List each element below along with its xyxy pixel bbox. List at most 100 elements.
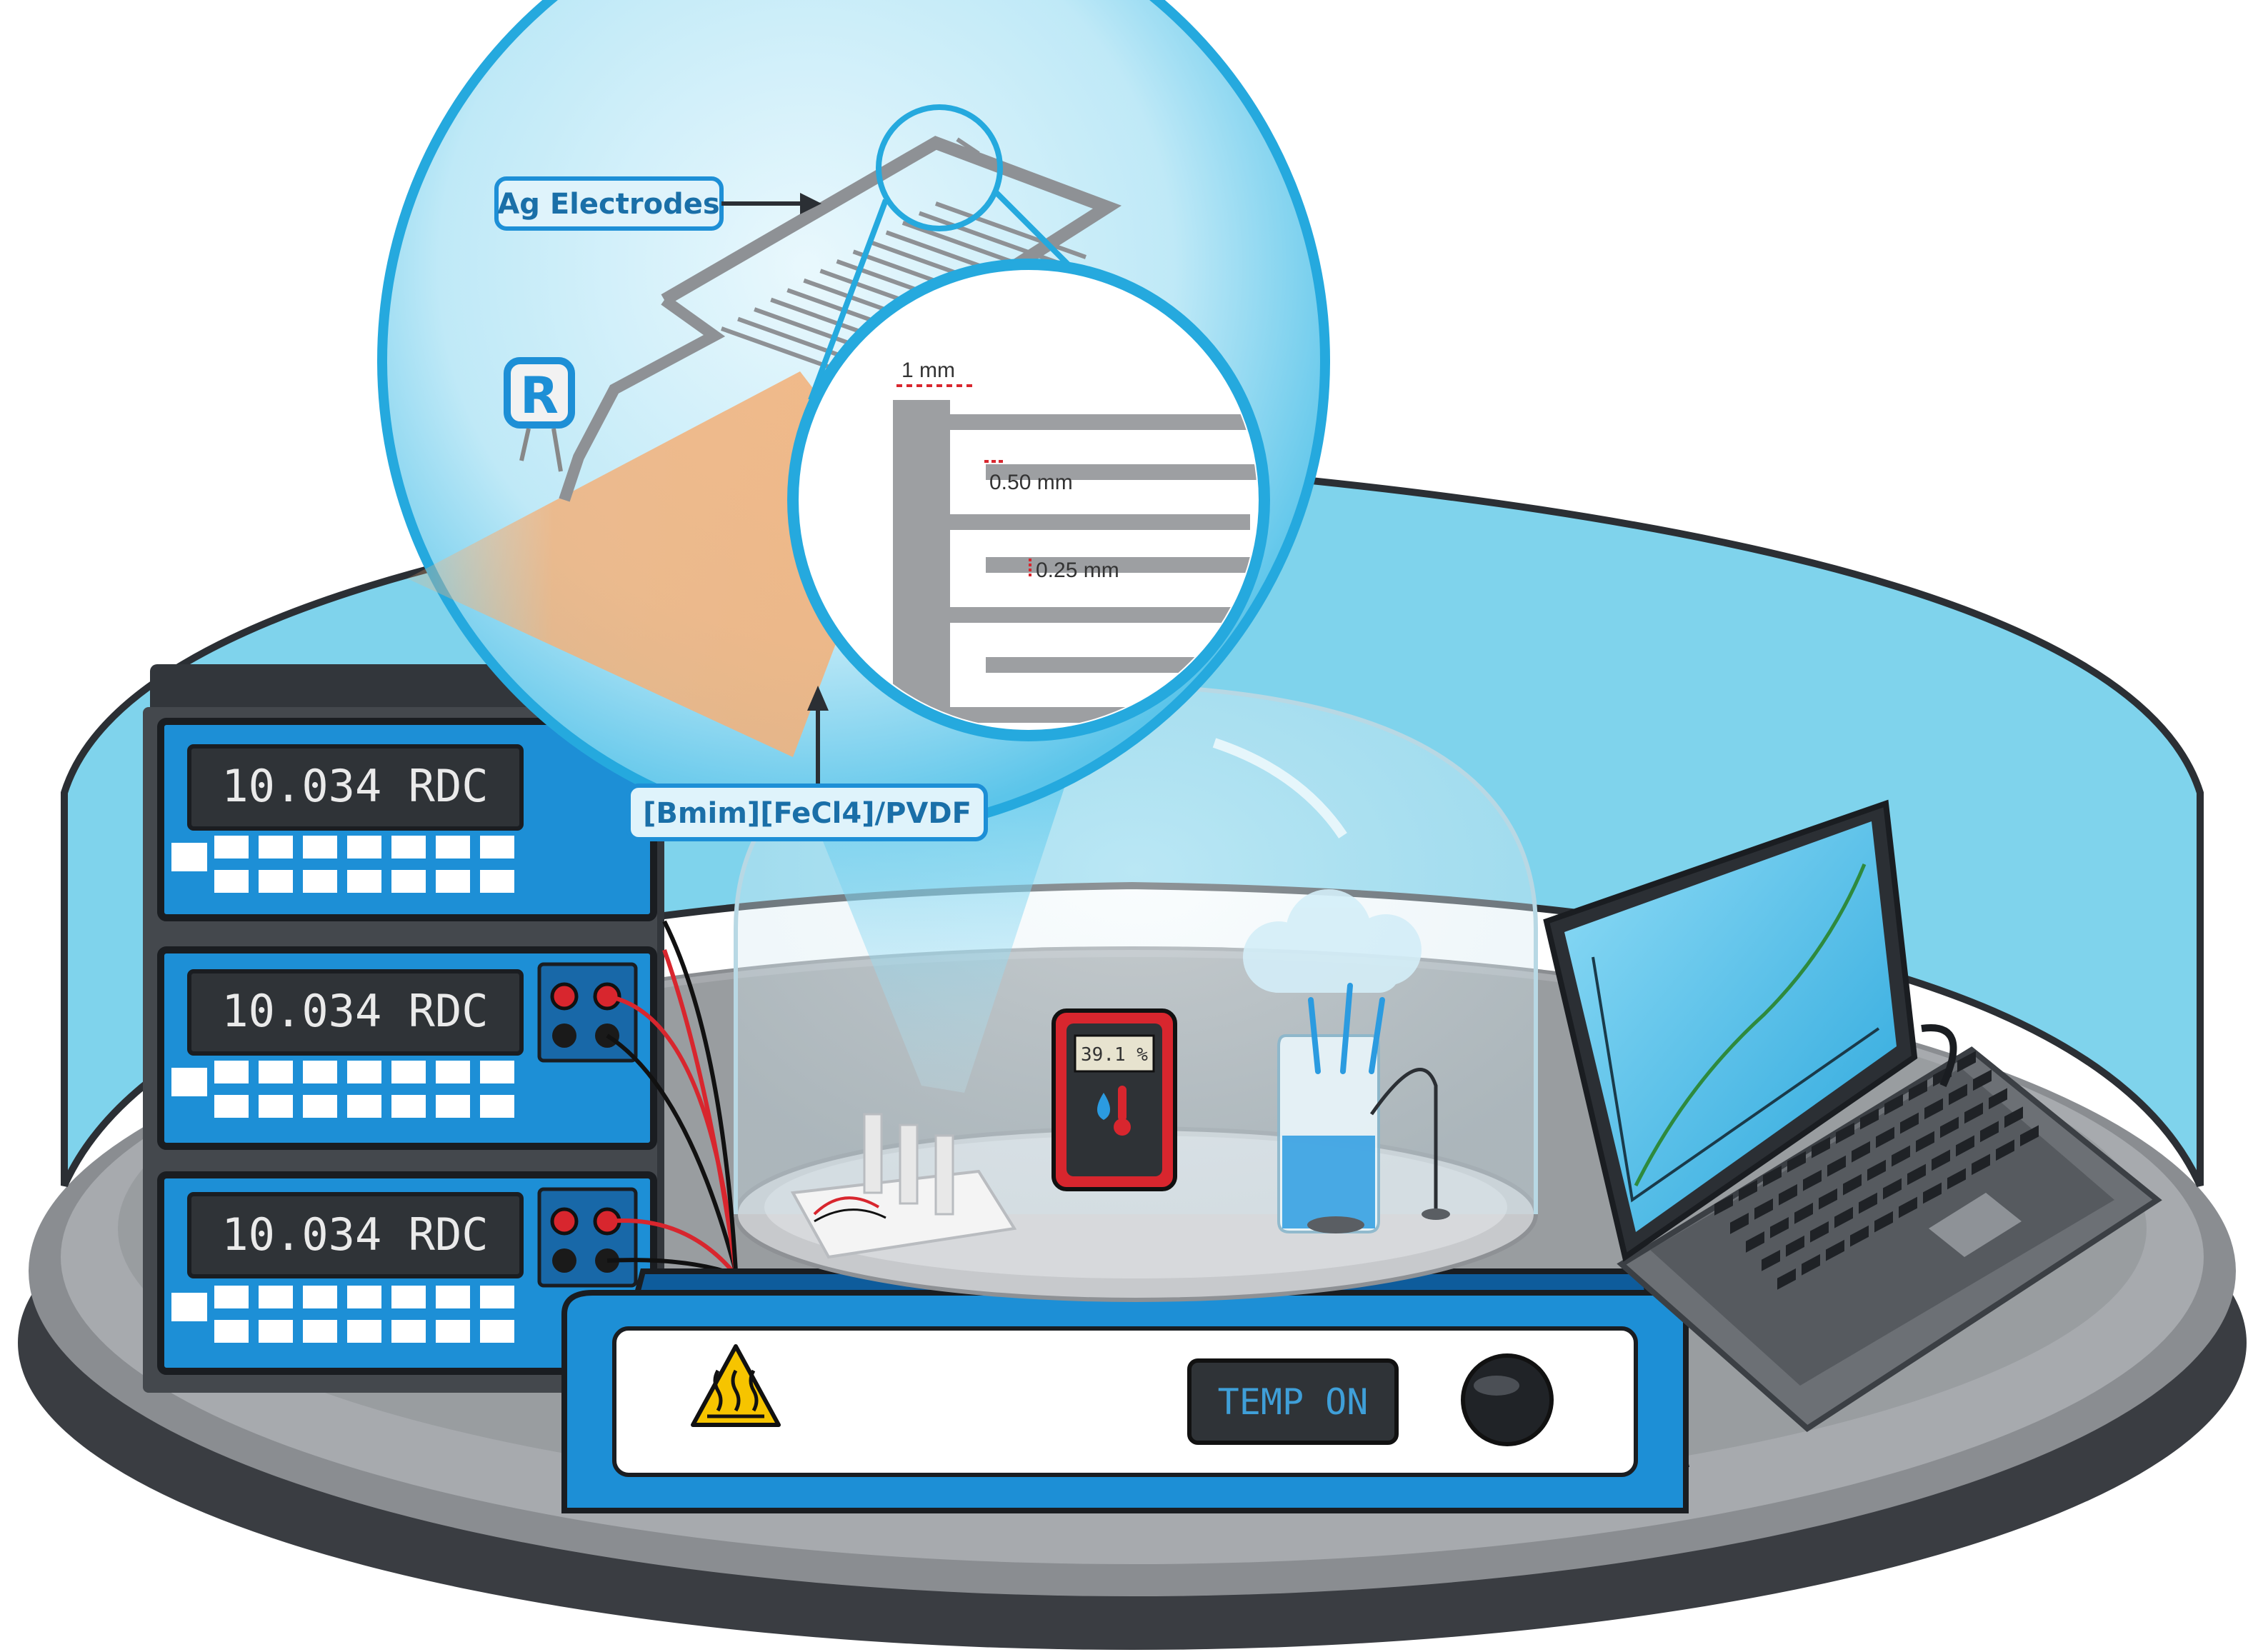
meter-key[interactable]	[480, 1320, 514, 1343]
laptop-key	[1762, 1249, 1780, 1271]
finger-width-label: 1 mm	[901, 359, 955, 382]
laptop-key	[1867, 1159, 1886, 1181]
meter-key[interactable]	[480, 836, 514, 858]
meter-key[interactable]	[480, 1061, 514, 1083]
meter-key[interactable]	[436, 870, 470, 893]
meter-key[interactable]	[303, 1320, 337, 1343]
laptop-key	[1989, 1088, 2007, 1110]
laptop-key	[1859, 1192, 1877, 1214]
meter-key[interactable]	[303, 870, 337, 893]
meter-key[interactable]	[214, 1095, 249, 1118]
film-callout: [Bmim][FeCl4]/PVDF	[626, 686, 988, 841]
meter-key[interactable]	[214, 836, 249, 858]
laptop-key	[1900, 1112, 1919, 1134]
meter-key[interactable]	[391, 1061, 426, 1083]
meter-key[interactable]	[347, 836, 381, 858]
meter-key[interactable]	[347, 1095, 381, 1118]
meter-side-button[interactable]	[171, 1068, 207, 1096]
meter-key[interactable]	[303, 836, 337, 858]
hot-plate-status: TEMP ON	[1218, 1381, 1369, 1423]
laptop-keyboard	[1714, 1051, 2039, 1290]
meter-key[interactable]	[214, 1286, 249, 1308]
laptop-key	[1746, 1231, 1764, 1253]
laptop-key	[1996, 1139, 2014, 1161]
laptop-key	[1956, 1135, 1974, 1157]
meter-rack: 10.034 RDC 10.034 RDC 10.034 RDC	[143, 664, 738, 1393]
laptop-key	[1714, 1194, 1733, 1216]
meter-display	[187, 1192, 524, 1278]
meter-key[interactable]	[214, 870, 249, 893]
meter-key[interactable]	[347, 870, 381, 893]
meter-key[interactable]	[480, 870, 514, 893]
meter-key[interactable]	[259, 870, 293, 893]
meter-key[interactable]	[259, 1095, 293, 1118]
laptop-key	[1924, 1098, 1943, 1120]
laptop-screen	[1564, 821, 1897, 1232]
meter-key[interactable]	[391, 1095, 426, 1118]
meter-side-button[interactable]	[171, 843, 207, 871]
meter-key[interactable]	[303, 1286, 337, 1308]
laptop-key	[2020, 1125, 2039, 1147]
response-curve-plot	[1592, 863, 1880, 1203]
meter-readout: 10.034 RDC	[221, 1208, 488, 1261]
meter-key[interactable]	[436, 1095, 470, 1118]
meter-key[interactable]	[259, 1320, 293, 1343]
laptop-key	[1932, 1149, 1950, 1171]
resistor-label: R	[520, 366, 559, 425]
meter-key[interactable]	[303, 1095, 337, 1118]
meter-readout: 10.034 RDC	[221, 760, 488, 812]
meter-key[interactable]	[259, 1061, 293, 1083]
meter-key[interactable]	[259, 836, 293, 858]
laptop-key	[1786, 1235, 1804, 1257]
humidity-reading: 39.1 %	[1081, 1044, 1148, 1066]
meter-key[interactable]	[436, 1061, 470, 1083]
hot-surface-warning-icon	[691, 1344, 781, 1427]
meter-display	[187, 969, 524, 1056]
temperature-knob[interactable]	[1461, 1353, 1554, 1446]
laptop-key	[1860, 1108, 1879, 1130]
laptop-key	[1940, 1116, 1959, 1138]
laptop-key	[1802, 1253, 1820, 1276]
meter-key[interactable]	[436, 1320, 470, 1343]
spacing-label: 0.25 mm	[1036, 559, 1119, 582]
laptop-key	[1883, 1178, 1902, 1200]
laptop-key	[1909, 1079, 1927, 1101]
zoom-region-marker	[876, 104, 1003, 231]
laptop-cable	[1921, 1024, 1957, 1088]
laptop-key	[1787, 1151, 1806, 1173]
meter-readout: 10.034 RDC	[221, 985, 488, 1037]
laptop-key	[1770, 1216, 1789, 1238]
meter-key[interactable]	[214, 1320, 249, 1343]
meter-key[interactable]	[347, 1286, 381, 1308]
droplet-icon	[1097, 1093, 1110, 1120]
laptop-key	[1899, 1196, 1917, 1218]
meter-key[interactable]	[391, 870, 426, 893]
meter-key[interactable]	[259, 1286, 293, 1308]
meter-key[interactable]	[391, 836, 426, 858]
meter-key[interactable]	[436, 836, 470, 858]
laptop-key	[1826, 1239, 1844, 1261]
laptop-key	[1964, 1102, 1983, 1124]
meter-unit: 10.034 RDC	[157, 718, 657, 921]
electrodes-label: Ag Electrodes	[497, 188, 719, 221]
meter-key[interactable]	[480, 1095, 514, 1118]
laptop-key	[1947, 1168, 1966, 1190]
thermometer-icon	[1114, 1086, 1131, 1136]
sensor-holder	[790, 1113, 1017, 1259]
meter-key[interactable]	[303, 1061, 337, 1083]
meter-key[interactable]	[436, 1286, 470, 1308]
laptop-key	[1907, 1163, 1926, 1186]
beaker	[1243, 889, 1450, 1233]
meter-side-button[interactable]	[171, 1293, 207, 1321]
meter-key[interactable]	[391, 1286, 426, 1308]
meter-key[interactable]	[347, 1061, 381, 1083]
laptop-key	[1810, 1221, 1829, 1243]
meter-key[interactable]	[214, 1061, 249, 1083]
meter-key[interactable]	[347, 1320, 381, 1343]
film-label: [Bmim][FeCl4]/PVDF	[643, 797, 971, 830]
meter-unit: 10.034 RDC	[157, 946, 657, 1150]
laptop-key	[1779, 1183, 1797, 1206]
meter-key[interactable]	[480, 1286, 514, 1308]
laptop-key	[1876, 1126, 1894, 1148]
meter-key[interactable]	[391, 1320, 426, 1343]
